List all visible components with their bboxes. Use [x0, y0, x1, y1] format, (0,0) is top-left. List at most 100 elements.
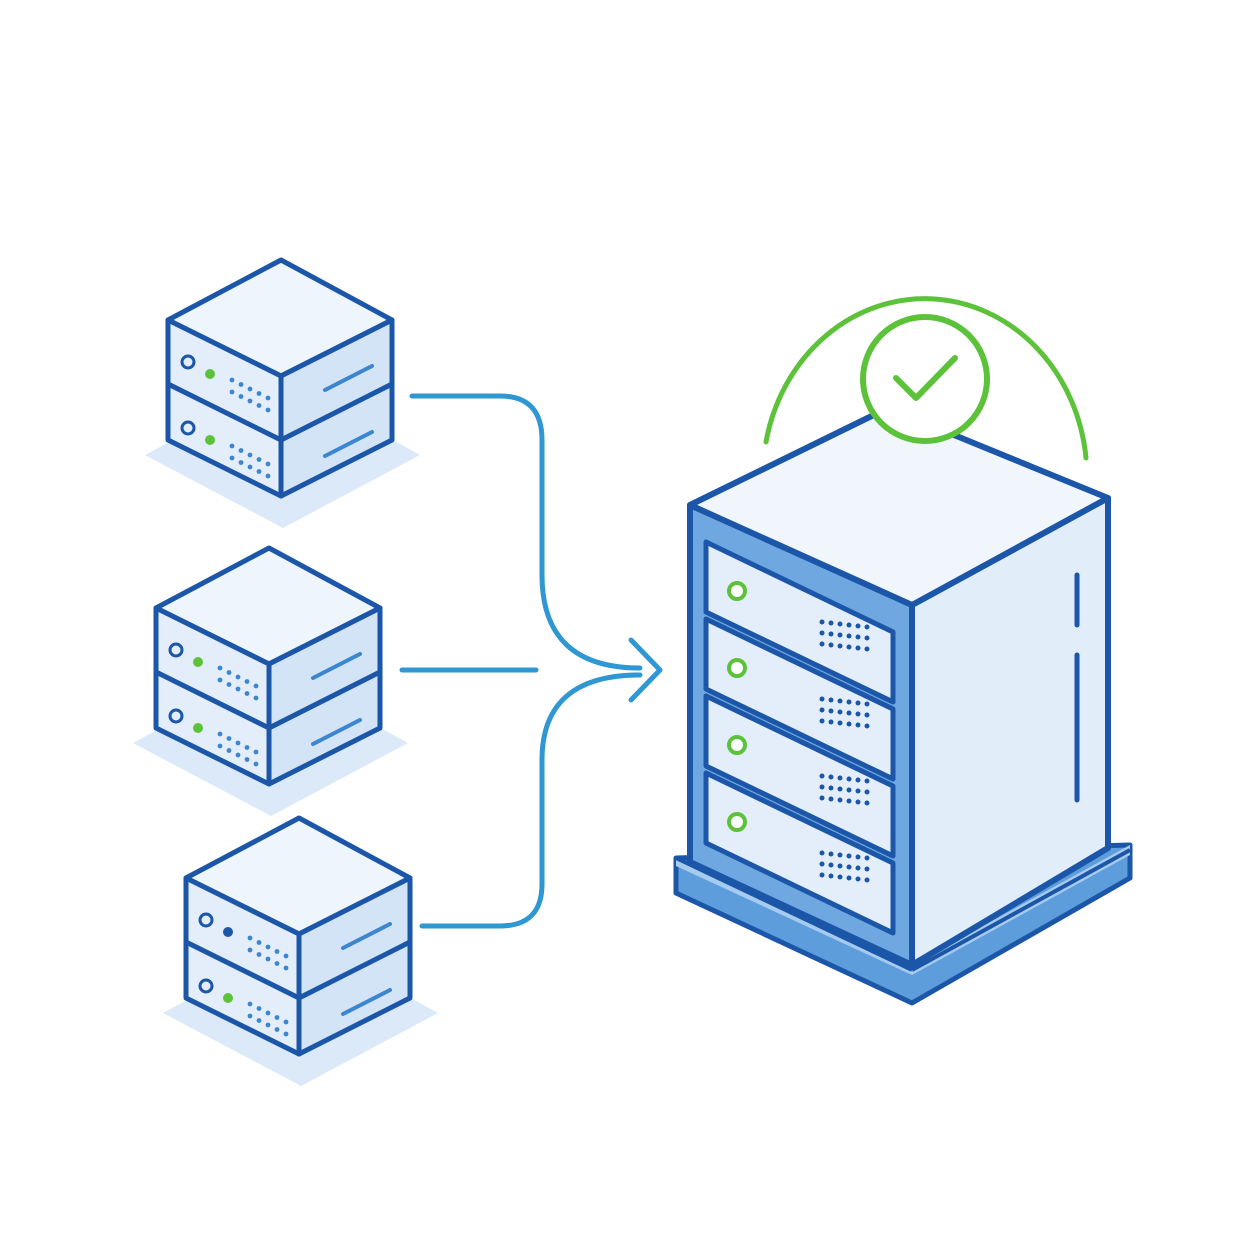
vent-dot — [235, 686, 241, 692]
vent-dot — [819, 872, 825, 878]
drive-bay — [703, 539, 896, 705]
vent-dot — [828, 631, 834, 637]
drive-slot — [311, 718, 362, 746]
vent-dot — [855, 623, 861, 629]
vent-dot — [253, 683, 259, 689]
vent-dot — [238, 394, 244, 399]
vent-dot — [238, 382, 244, 387]
status-led-icon — [205, 435, 215, 445]
drive-slot — [341, 988, 392, 1016]
drive-bay — [703, 770, 896, 936]
vent-dot — [828, 774, 834, 780]
drive-status-led-icon — [727, 581, 747, 601]
vent-dot — [247, 452, 253, 458]
server-stack-icon — [163, 815, 438, 1086]
vent-dot — [265, 461, 271, 467]
vent-dot — [256, 391, 262, 396]
vent-dot — [253, 695, 259, 701]
vent-dot — [864, 778, 870, 784]
status-led-icon — [198, 978, 214, 994]
vent-dot — [247, 398, 253, 404]
vent-dot — [235, 752, 241, 758]
vent-dot — [819, 619, 825, 625]
vent-dot — [855, 865, 861, 871]
vent-dot — [256, 457, 262, 462]
vent-dot — [837, 621, 843, 627]
vent-dot — [238, 460, 244, 465]
status-led-icon — [180, 354, 196, 370]
vent-dot — [846, 864, 852, 870]
drive-status-led-icon — [727, 812, 747, 832]
vent-dot — [235, 740, 241, 746]
vent-dot — [846, 622, 852, 628]
vent-dot — [226, 736, 232, 741]
vent-dot — [837, 775, 843, 781]
vent-dot — [226, 682, 232, 687]
status-led-icon — [168, 642, 184, 658]
vent-dot — [828, 796, 834, 802]
vent-dot — [846, 875, 852, 881]
vent-dot — [837, 709, 843, 715]
vent-dot — [283, 953, 289, 959]
stack-side-face — [278, 317, 395, 499]
vent-dot — [837, 874, 843, 880]
vent-dot — [819, 850, 825, 856]
vent-dot — [819, 795, 825, 801]
vent-dot — [837, 698, 843, 704]
vent-dot — [274, 1027, 280, 1032]
vent-dot — [855, 799, 861, 805]
vent-dot — [226, 748, 232, 753]
vent-dot — [846, 787, 852, 793]
vent-dot — [855, 634, 861, 640]
vent-dot — [217, 677, 223, 683]
vent-dot — [864, 712, 870, 718]
vent-dot — [828, 785, 834, 791]
vent-dot — [229, 443, 235, 449]
vent-dot — [819, 630, 825, 636]
vent-dot — [846, 710, 852, 716]
vent-dot — [244, 691, 250, 696]
vent-dot — [229, 377, 235, 383]
vent-dot — [828, 642, 834, 648]
drive-bay — [703, 616, 896, 782]
vent-dot — [253, 749, 259, 755]
drive-status-led-icon — [727, 735, 747, 755]
vent-dot — [217, 665, 223, 671]
vent-dot — [864, 624, 870, 630]
vent-dot — [828, 708, 834, 714]
vent-dot — [247, 1013, 253, 1019]
vent-dot — [256, 1018, 262, 1023]
vent-dot — [819, 696, 825, 702]
status-led-icon — [193, 723, 203, 733]
vent-dot — [846, 699, 852, 705]
vent-dot — [864, 877, 870, 883]
server-stack-icon — [133, 545, 408, 816]
vent-dot — [864, 800, 870, 806]
vent-dot — [828, 620, 834, 626]
vent-dot — [226, 670, 232, 675]
vent-dot — [846, 644, 852, 650]
vent-dot — [864, 855, 870, 861]
vent-dot — [846, 633, 852, 639]
vent-dot — [229, 389, 235, 395]
vent-dot — [864, 723, 870, 729]
vent-dot — [864, 646, 870, 652]
stack-unit-divider — [166, 381, 394, 443]
status-led-icon — [198, 912, 214, 928]
status-led-icon — [223, 927, 233, 937]
stack-side-face — [266, 605, 383, 787]
vent-dot — [837, 720, 843, 726]
vent-dot — [256, 403, 262, 408]
vent-dot — [846, 776, 852, 782]
vent-dot — [828, 697, 834, 703]
vent-dot — [265, 956, 271, 962]
vent-dot — [265, 473, 271, 479]
stack-unit-divider — [154, 669, 382, 731]
vent-dot — [265, 1022, 271, 1028]
vent-dot — [855, 777, 861, 783]
vent-dot — [837, 643, 843, 649]
status-led-icon — [193, 657, 203, 667]
vent-dot — [828, 862, 834, 868]
vent-dot — [244, 679, 250, 684]
